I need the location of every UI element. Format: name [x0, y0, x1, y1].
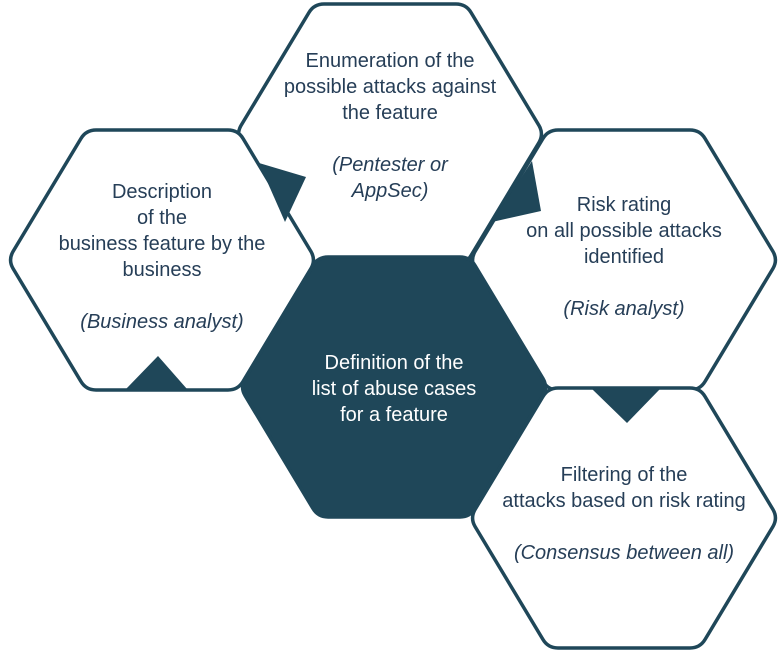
arrow-description-to-enumeration-icon: [259, 163, 306, 222]
arrow-enumeration-to-risk-rating-icon: [492, 161, 541, 222]
arrow-into-description-icon: [126, 356, 187, 389]
arrow-risk-rating-to-filtering-icon: [592, 389, 660, 423]
